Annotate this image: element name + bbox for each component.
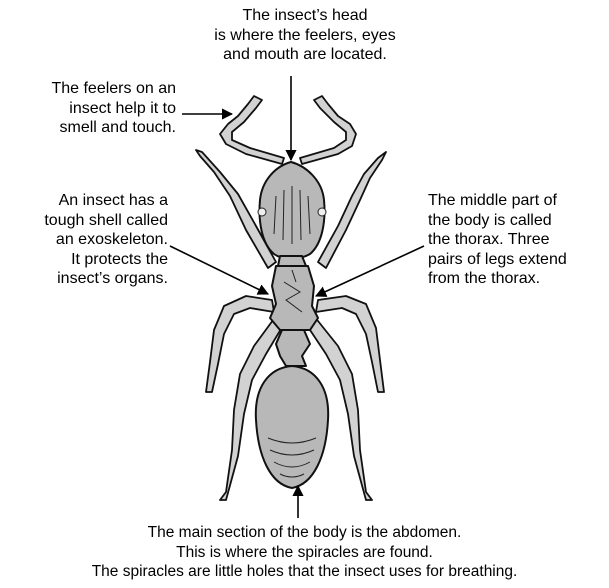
ant-petiole [276,330,310,366]
ant-neck [278,256,306,266]
antenna-right [300,96,356,164]
leg-front-right [318,152,386,268]
arrow-exoskeleton-pointer [170,246,268,294]
ant-antennae [220,96,356,164]
eye-left-icon [258,208,266,216]
eye-right-icon [318,208,326,216]
antenna-left [220,96,284,164]
ant-abdomen [256,366,328,488]
